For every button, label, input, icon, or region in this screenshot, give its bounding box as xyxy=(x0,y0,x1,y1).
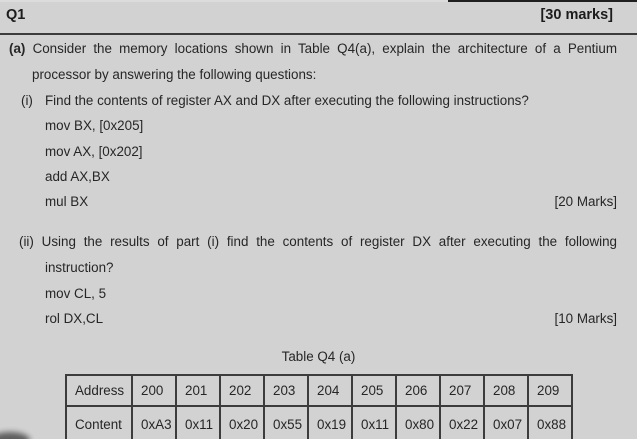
part-a-line2: processor by answering the following que… xyxy=(32,67,317,82)
part-a-marker: (a) xyxy=(9,41,26,56)
row-header-address: Address xyxy=(65,374,133,407)
part-ii-text: Using the results of part (i) find the c… xyxy=(41,234,617,249)
table-row-address: Address 200 201 202 203 204 205 206 207 … xyxy=(65,374,573,407)
address-cell: 207 xyxy=(439,374,485,407)
code-line-with-marks: rol DX,CL [10 Marks] xyxy=(45,311,617,326)
code-line: add AX,BX xyxy=(45,169,110,184)
part-i-question: (i) Find the contents of register AX and … xyxy=(21,93,529,108)
code-line: mov BX, [0x205] xyxy=(45,118,144,133)
code-line-with-marks: mul BX [20 Marks] xyxy=(45,194,617,209)
part-a-line1: (a) Consider the memory locations shown … xyxy=(9,41,617,56)
part-i-text: Find the contents of register AX and DX … xyxy=(45,93,529,108)
address-cell: 206 xyxy=(395,374,441,407)
scan-edge-dark-line xyxy=(448,0,637,2)
content-cell: 0x11 xyxy=(351,405,397,439)
address-cell: 205 xyxy=(351,374,397,407)
address-cell: 202 xyxy=(219,374,265,407)
code-line: mov CL, 5 xyxy=(45,286,107,301)
memory-table: Address 200 201 202 203 204 205 206 207 … xyxy=(65,374,573,439)
address-cell: 209 xyxy=(527,374,573,407)
part-ii-marks: [10 Marks] xyxy=(554,311,617,326)
content-cell: 0x20 xyxy=(219,405,265,439)
part-ii-line2: instruction? xyxy=(45,260,114,275)
scan-edge-light xyxy=(0,0,448,2)
content-cell: 0x11 xyxy=(175,405,221,439)
address-cell: 208 xyxy=(483,374,529,407)
part-i-marker: (i) xyxy=(21,93,33,108)
scan-smudge xyxy=(0,432,30,439)
content-cell: 0x88 xyxy=(527,405,573,439)
table-row-content: Content 0xA3 0x11 0x20 0x55 0x19 0x11 0x… xyxy=(65,405,573,439)
address-cell: 203 xyxy=(263,374,309,407)
content-cell: 0x55 xyxy=(263,405,309,439)
row-header-content: Content xyxy=(65,405,133,439)
part-ii-line1: (ii) Using the results of part (i) find … xyxy=(19,234,617,249)
content-cell: 0x22 xyxy=(439,405,485,439)
code-line: rol DX,CL xyxy=(45,311,104,326)
question-total-marks: [30 marks] xyxy=(540,7,613,23)
question-header: Q1 [30 marks] xyxy=(6,7,613,23)
content-cell: 0x07 xyxy=(483,405,529,439)
address-cell: 204 xyxy=(307,374,353,407)
part-i-marks: [20 Marks] xyxy=(554,194,617,209)
part-ii-marker: (ii) xyxy=(19,234,34,249)
question-number: Q1 xyxy=(6,7,26,23)
address-cell: 201 xyxy=(175,374,221,407)
code-line: mov AX, [0x202] xyxy=(45,144,143,159)
content-cell: 0x80 xyxy=(395,405,441,439)
address-cell: 200 xyxy=(131,374,177,407)
header-divider xyxy=(0,33,637,35)
content-cell: 0xA3 xyxy=(131,405,177,439)
content-cell: 0x19 xyxy=(307,405,353,439)
part-a-text: Consider the memory locations shown in T… xyxy=(32,41,617,56)
table-caption: Table Q4 (a) xyxy=(281,349,356,364)
code-line: mul BX xyxy=(45,194,89,209)
